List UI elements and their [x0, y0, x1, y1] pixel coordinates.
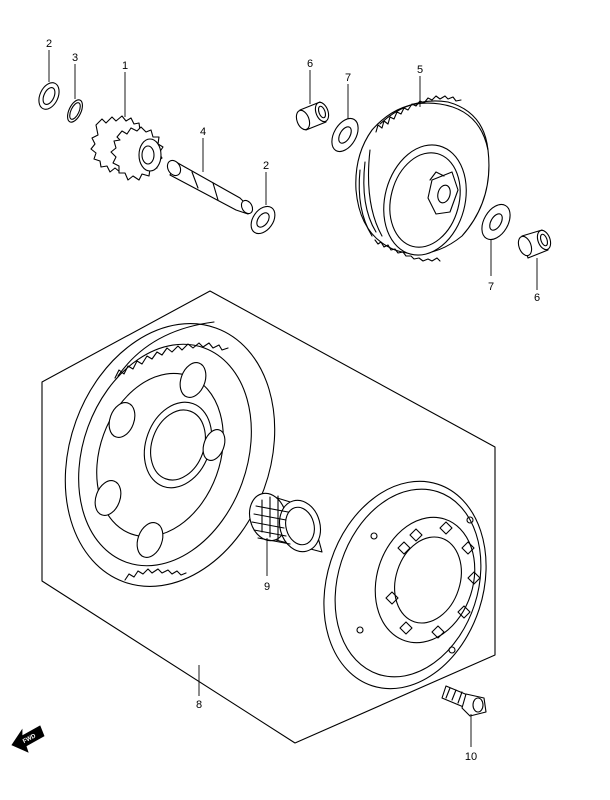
callout-8: 8	[196, 699, 202, 711]
callout-6-lower: 6	[534, 292, 540, 304]
fwd-arrow-icon: FWD	[11, 725, 45, 753]
callout-leaders	[48, 50, 538, 747]
callout-10: 10	[465, 751, 477, 763]
callout-6-upper: 6	[307, 58, 313, 70]
part-7-washer-upper	[331, 117, 359, 153]
part-8-assembly-frame	[41, 290, 496, 744]
part-2-washer-upper	[38, 82, 60, 110]
callout-2-lower: 2	[263, 160, 269, 172]
callout-7-upper: 7	[345, 72, 351, 84]
part-1-double-gear	[90, 115, 164, 181]
part-10-bolt	[441, 685, 487, 717]
part-3-circlip	[67, 99, 83, 123]
part-2-washer-lower	[250, 205, 276, 235]
part-5-driven-gear	[355, 95, 490, 262]
one-way-clutch-housing	[323, 480, 487, 690]
callout-3: 3	[72, 52, 78, 64]
callout-2-upper: 2	[46, 38, 52, 50]
callout-4: 4	[200, 126, 206, 138]
part-6-bushing-lower	[517, 229, 552, 259]
starter-clutch-gear	[64, 321, 276, 587]
callout-5: 5	[417, 64, 423, 76]
callout-9: 9	[264, 581, 270, 593]
part-9-needle-bearing	[248, 492, 323, 553]
part-6-bushing-upper	[295, 101, 330, 131]
part-4-shaft	[166, 159, 254, 215]
callout-7-lower: 7	[488, 281, 494, 293]
part-7-washer-lower	[481, 203, 511, 241]
callout-labels: 2 3 1 4 2 6 7 5 7 6 9 8 10	[46, 38, 540, 763]
callout-1: 1	[122, 60, 128, 72]
